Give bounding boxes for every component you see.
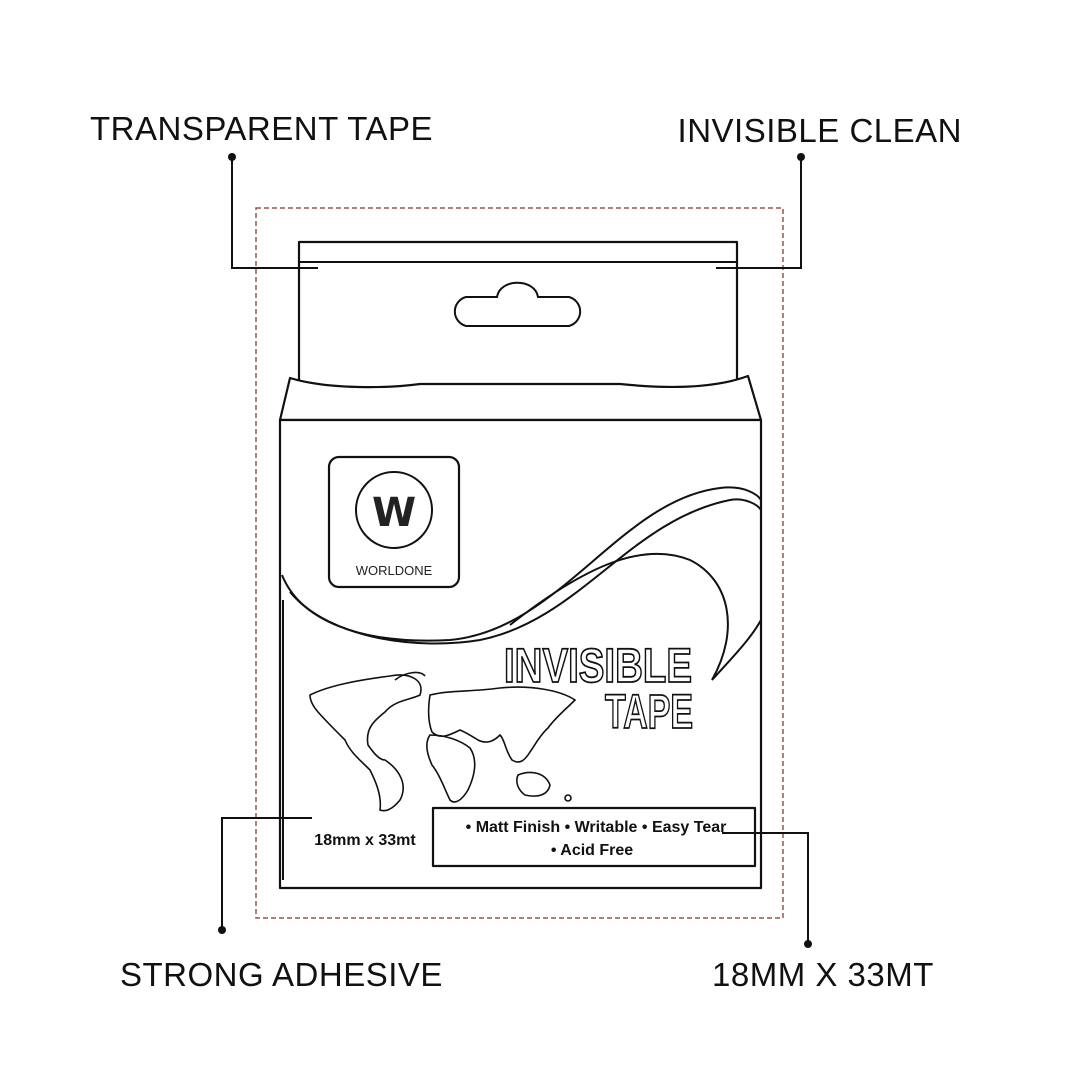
hang-hole — [453, 281, 582, 327]
callout-dot — [228, 153, 236, 161]
logo-mark: W — [372, 490, 416, 536]
features-panel — [431, 806, 757, 868]
brand-name: WORLDONE — [356, 563, 433, 578]
callout-strong-adhesive: STRONG ADHESIVE — [120, 956, 443, 993]
callout-size: 18MM X 33MT — [712, 956, 934, 993]
world-map-icon — [309, 671, 577, 812]
brand-logo: W WORLDONE — [327, 455, 461, 589]
package-size: 18mm x 33mt — [314, 832, 416, 849]
leader-lines — [218, 153, 812, 948]
callout-dot — [804, 940, 812, 948]
product-title-line2: TAPE — [605, 686, 693, 739]
hanger-tab — [297, 240, 739, 394]
callout-invisible-clean: INVISIBLE CLEAN — [677, 112, 962, 149]
callout-dot — [218, 926, 226, 934]
callout-transparent-tape: TRANSPARENT TAPE — [90, 110, 433, 147]
product-title-line1: INVISIBLE — [504, 640, 692, 693]
features-line2: • Acid Free — [551, 842, 633, 859]
dashed-boundary — [255, 207, 784, 919]
features-line1: • Matt Finish • Writable • Easy Tear — [466, 819, 727, 836]
callout-dot — [797, 153, 805, 161]
